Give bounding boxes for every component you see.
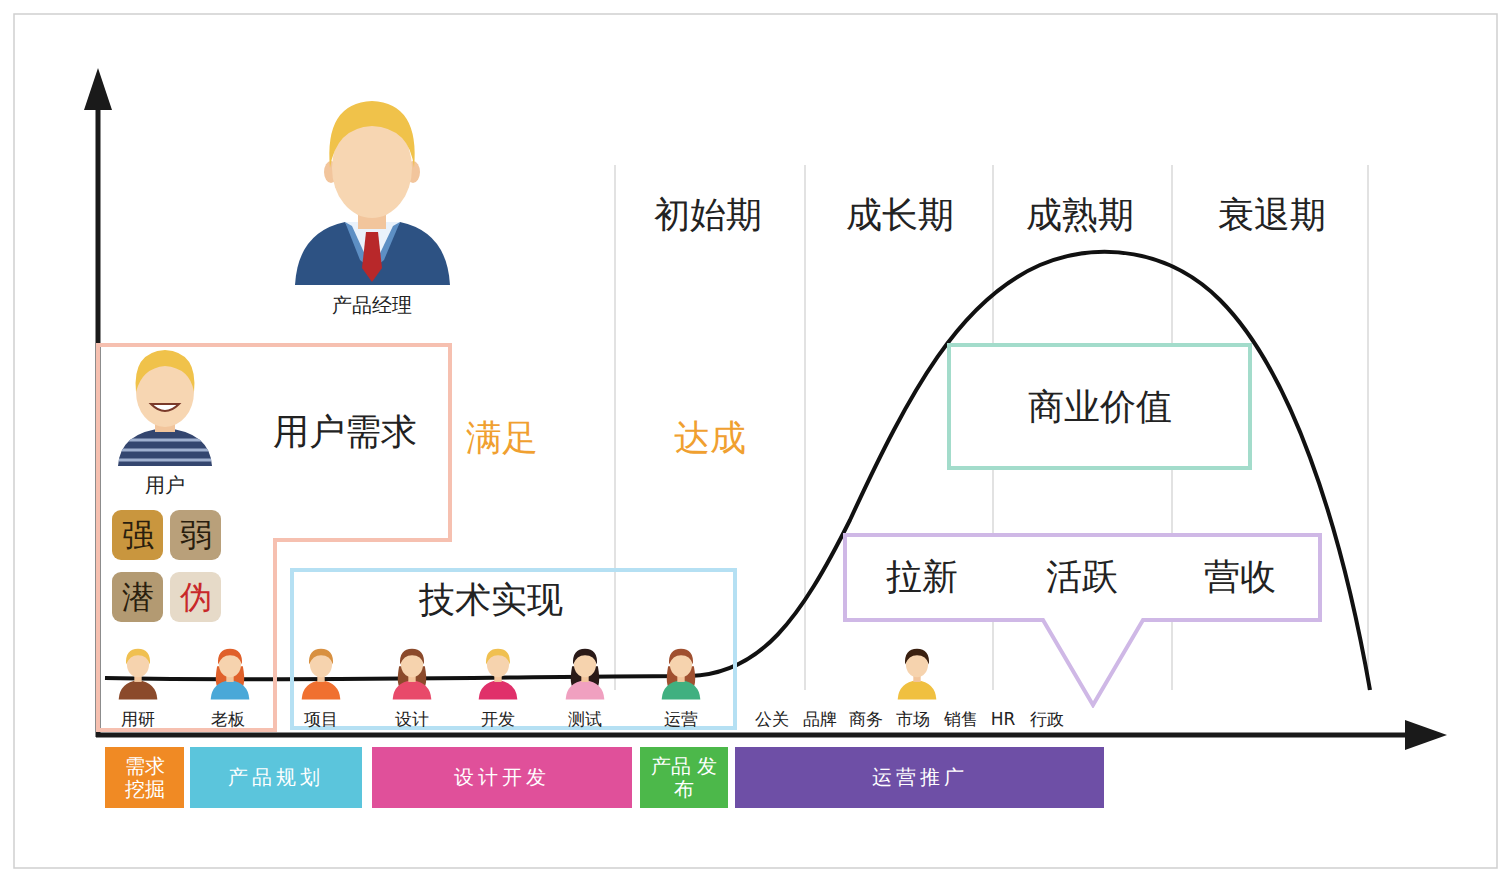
phase-bar: 运营推广 [735,747,1104,808]
frame [14,14,1497,868]
label-text: 行政 [1030,710,1064,729]
node-text: 潜 [120,579,156,616]
node-text: 用户需求 [273,411,417,452]
axes [84,68,1447,750]
label-text: HR [991,710,1016,729]
need-tag: 弱 [170,510,221,560]
label-text: 达成 [674,418,746,458]
operations-callout: 拉新 活跃 营收 [843,533,1322,708]
need-tag: 潜 [112,572,163,622]
lifecycle-curve [105,252,1370,690]
need-tag: 强 [112,510,163,560]
label-text: 开发 [481,710,515,729]
node-text: 伪 [178,579,214,616]
product-manager-figure [295,101,450,285]
label-text: 测试 [568,710,602,729]
node-text: 产品 发布 [645,755,723,801]
label-text: 老板 [211,710,245,729]
label-text: 公关 [755,710,789,729]
node-outline-path [845,535,1320,705]
phase-bar: 设计开发 [372,747,632,808]
label-text: 市场 [896,710,930,729]
label-text: 成长期 [846,195,954,235]
phase-bar: 产品规划 [190,747,362,808]
label-text: 衰退期 [1218,195,1326,235]
user-figure [110,350,220,466]
node-text: 设计开发 [452,766,552,789]
node-text: 商业价值 [1026,386,1174,427]
tech-box: 技术实现 [290,568,737,730]
label-text: 成熟期 [1026,195,1134,235]
need-tag: 伪 [170,572,221,622]
node-text: 需求 挖掘 [110,755,179,801]
label-text: 商务 [849,710,883,729]
user-needs-region: 用户需求强弱潜伪 [96,343,454,733]
label-text: 用户 [145,474,185,496]
label-text: 满足 [466,418,538,458]
label-text: 项目 [304,710,338,729]
phase-bar: 产品 发布 [640,747,728,808]
node-text: 弱 [178,517,214,554]
business-box: 商业价值 [947,343,1252,470]
label-text: 产品经理 [332,294,412,316]
label-text: 用研 [121,710,155,729]
label-text: 初始期 [654,195,762,235]
node-text: 强 [120,517,156,554]
node-text: 营收 [1204,556,1276,597]
phase-bar: 需求 挖掘 [105,747,184,808]
node-text: 运营推广 [870,766,970,789]
label-text: 品牌 [803,710,837,729]
node-text: 技术实现 [419,579,563,620]
label-text: 设计 [395,710,429,729]
team-figures [119,649,937,700]
node-text: 活跃 [1046,556,1118,597]
label-text: 运营 [664,710,698,729]
node-outline-path [98,345,450,730]
label-text: 销售 [944,710,978,729]
node-text: 产品规划 [226,766,326,789]
node-text: 拉新 [886,556,958,597]
